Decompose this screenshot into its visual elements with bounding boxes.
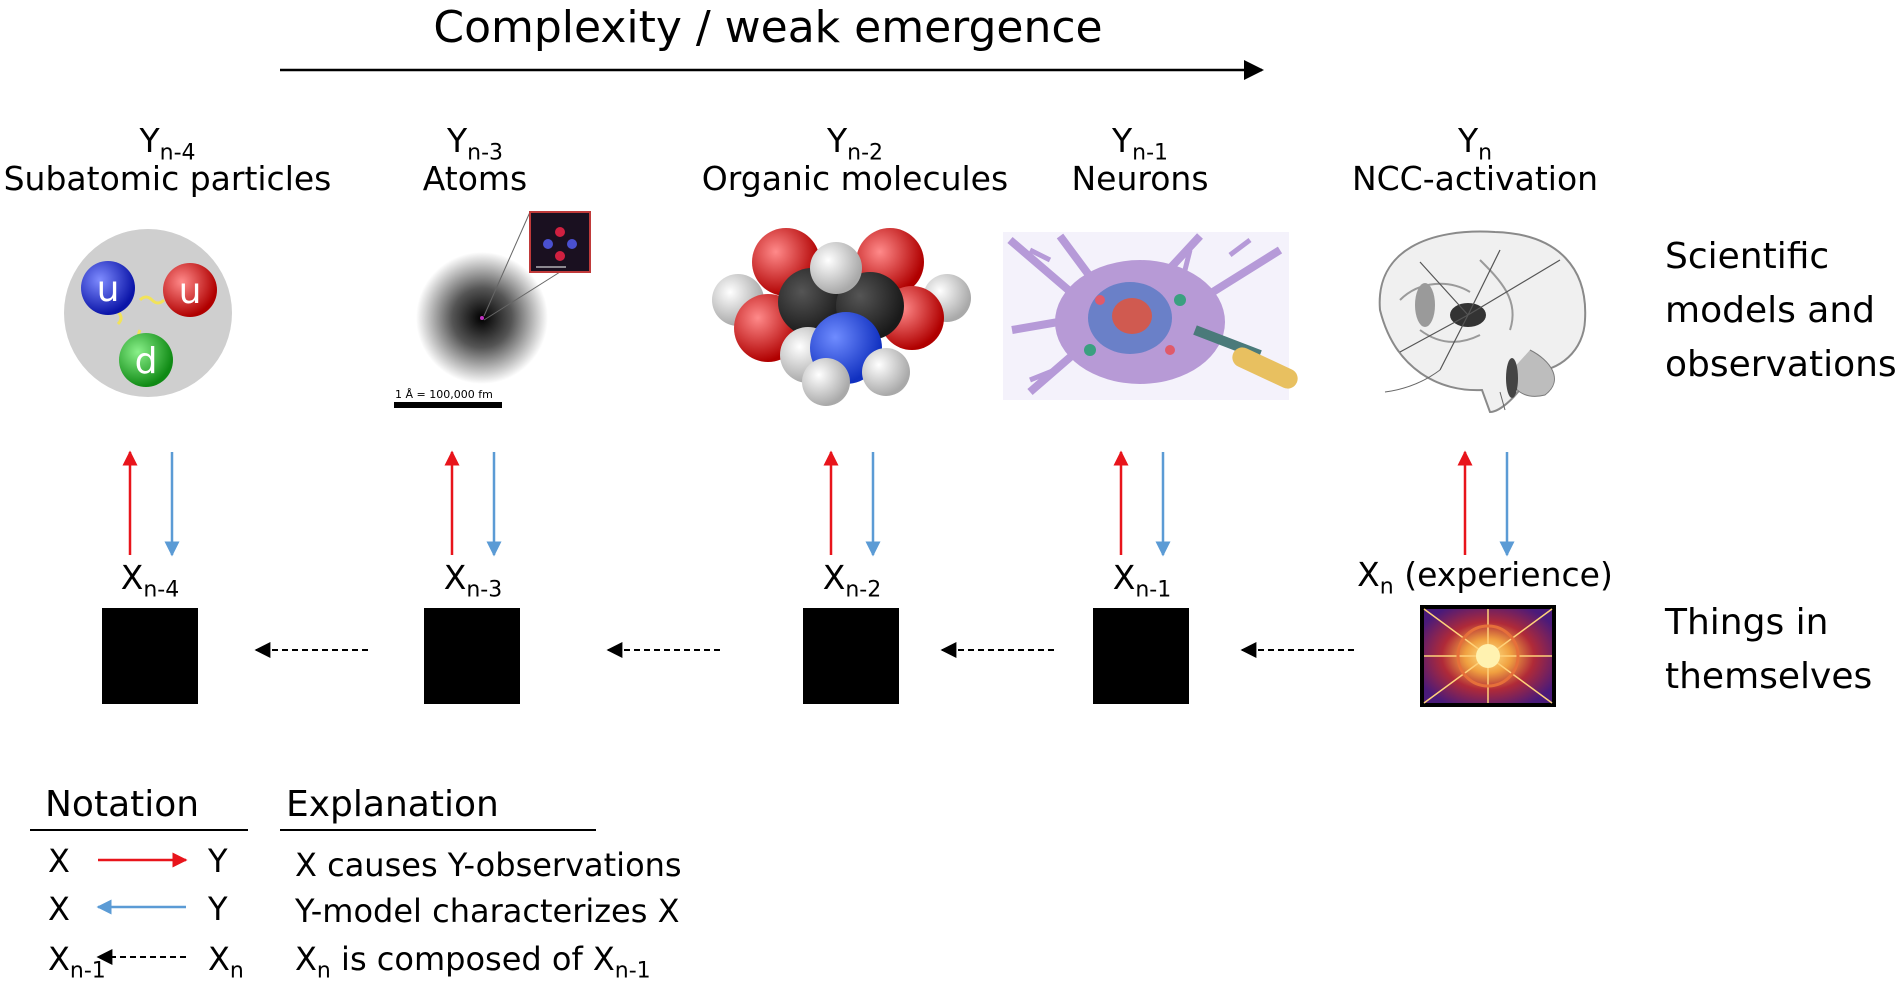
thing-box-organic <box>803 608 899 704</box>
molecule-icon <box>712 228 971 406</box>
x-label-3: Xn-2 <box>822 558 882 603</box>
legend-row1-right: Y <box>208 842 228 880</box>
neuron-icon <box>1003 232 1298 400</box>
legend-row3-right: Xn <box>208 940 244 984</box>
legend-row1-left: X <box>48 842 70 880</box>
svg-text:u: u <box>179 271 202 312</box>
level-label-subatomic: Yn-4 Subatomic particles <box>3 121 332 198</box>
svg-text:u: u <box>97 269 120 310</box>
x-label-5: Xn (experience) <box>1357 555 1613 600</box>
legend-row2-left: X <box>48 890 70 928</box>
diagram-title: Complexity / weak emergence <box>433 2 1103 53</box>
thing-box-subatomic <box>102 608 198 704</box>
legend-row2-right: Y <box>208 890 228 928</box>
legend-row1-explanation: X causes Y-observations <box>295 846 682 884</box>
x-label-4: Xn-1 <box>1112 558 1172 603</box>
level-label-ncc: Yn NCC-activation <box>1351 121 1599 198</box>
level-label-atoms: Yn-3 Atoms <box>422 121 528 198</box>
atom-cloud-icon: 1 Å = 100,000 fm <box>394 211 591 408</box>
notation-header: Notation <box>45 784 200 825</box>
x-label-2: Xn-3 <box>443 558 503 603</box>
legend-row2-explanation: Y-model characterizes X <box>295 892 680 930</box>
level-label-organic: Yn-2 Organic molecules <box>701 121 1009 198</box>
side-label-models: Scientific models and observations <box>1665 236 1897 385</box>
explanation-header: Explanation <box>286 784 499 825</box>
legend-row3-left: Xn-1 <box>48 940 106 984</box>
x-label-1: Xn-4 <box>120 558 180 603</box>
thing-box-neurons <box>1093 608 1189 704</box>
thing-box-atoms <box>424 608 520 704</box>
brain-icon <box>1378 230 1587 414</box>
legend-row3-explanation: Xn is composed of Xn-1 <box>295 940 651 984</box>
experience-image <box>1420 605 1556 707</box>
svg-text:d: d <box>135 341 158 382</box>
quark-proton-icon: u u d <box>64 229 232 397</box>
atom-scale-label: 1 Å = 100,000 fm <box>395 388 493 401</box>
level-label-neurons: Yn-1 Neurons <box>1071 121 1209 198</box>
side-label-things: Things in themselves <box>1665 602 1873 697</box>
